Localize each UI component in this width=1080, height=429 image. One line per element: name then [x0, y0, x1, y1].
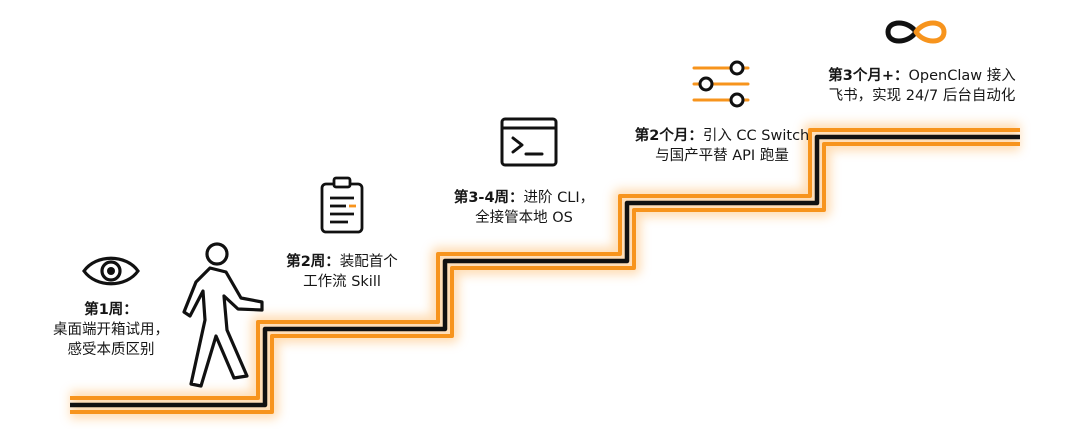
clipboard-icon	[320, 176, 364, 234]
step-2-label: 第2周：装配首个 工作流 Skill	[278, 252, 406, 292]
staircase-black-line	[70, 134, 1020, 408]
step-3-label: 第3-4周：进阶 CLI， 全接管本地 OS	[446, 188, 602, 228]
infinity-icon	[885, 20, 947, 44]
step-5-title: 第3个月+：	[828, 68, 909, 84]
sliders-icon	[692, 60, 750, 108]
step-4-title-rest: 引入 CC Switch	[702, 128, 810, 144]
step-4-title: 第2个月：	[634, 128, 703, 144]
staircase-orange-lower	[70, 142, 1020, 414]
eye-icon	[82, 256, 140, 286]
step-2-title-rest: 装配首个	[339, 254, 398, 270]
terminal-icon	[500, 117, 558, 167]
step-1-label: 第1周： 桌面端开箱试用， 感受本质区别	[50, 300, 172, 360]
step-1-line-1: 桌面端开箱试用，	[53, 322, 169, 338]
step-3-title: 第3-4周：	[453, 190, 524, 206]
step-3-line-1: 全接管本地 OS	[475, 210, 573, 226]
step-2-line-1: 工作流 Skill	[303, 274, 381, 290]
step-5-title-rest: OpenClaw 接入	[908, 68, 1016, 84]
step-4-line-1: 与国产平替 API 跑量	[655, 148, 789, 164]
walking-person-icon	[182, 242, 264, 388]
step-1-title: 第1周：	[84, 302, 138, 318]
step-5-line-1: 飞书，实现 24/7 后台自动化	[828, 88, 1016, 104]
step-1-line-2: 感受本质区别	[67, 342, 155, 358]
step-4-label: 第2个月：引入 CC Switch 与国产平替 API 跑量	[628, 126, 816, 166]
staircase-orange-upper	[70, 128, 1020, 400]
step-5-label: 第3个月+：OpenClaw 接入 飞书，实现 24/7 后台自动化	[808, 66, 1036, 106]
step-3-title-rest: 进阶 CLI，	[523, 190, 595, 206]
step-2-title: 第2周：	[286, 254, 340, 270]
